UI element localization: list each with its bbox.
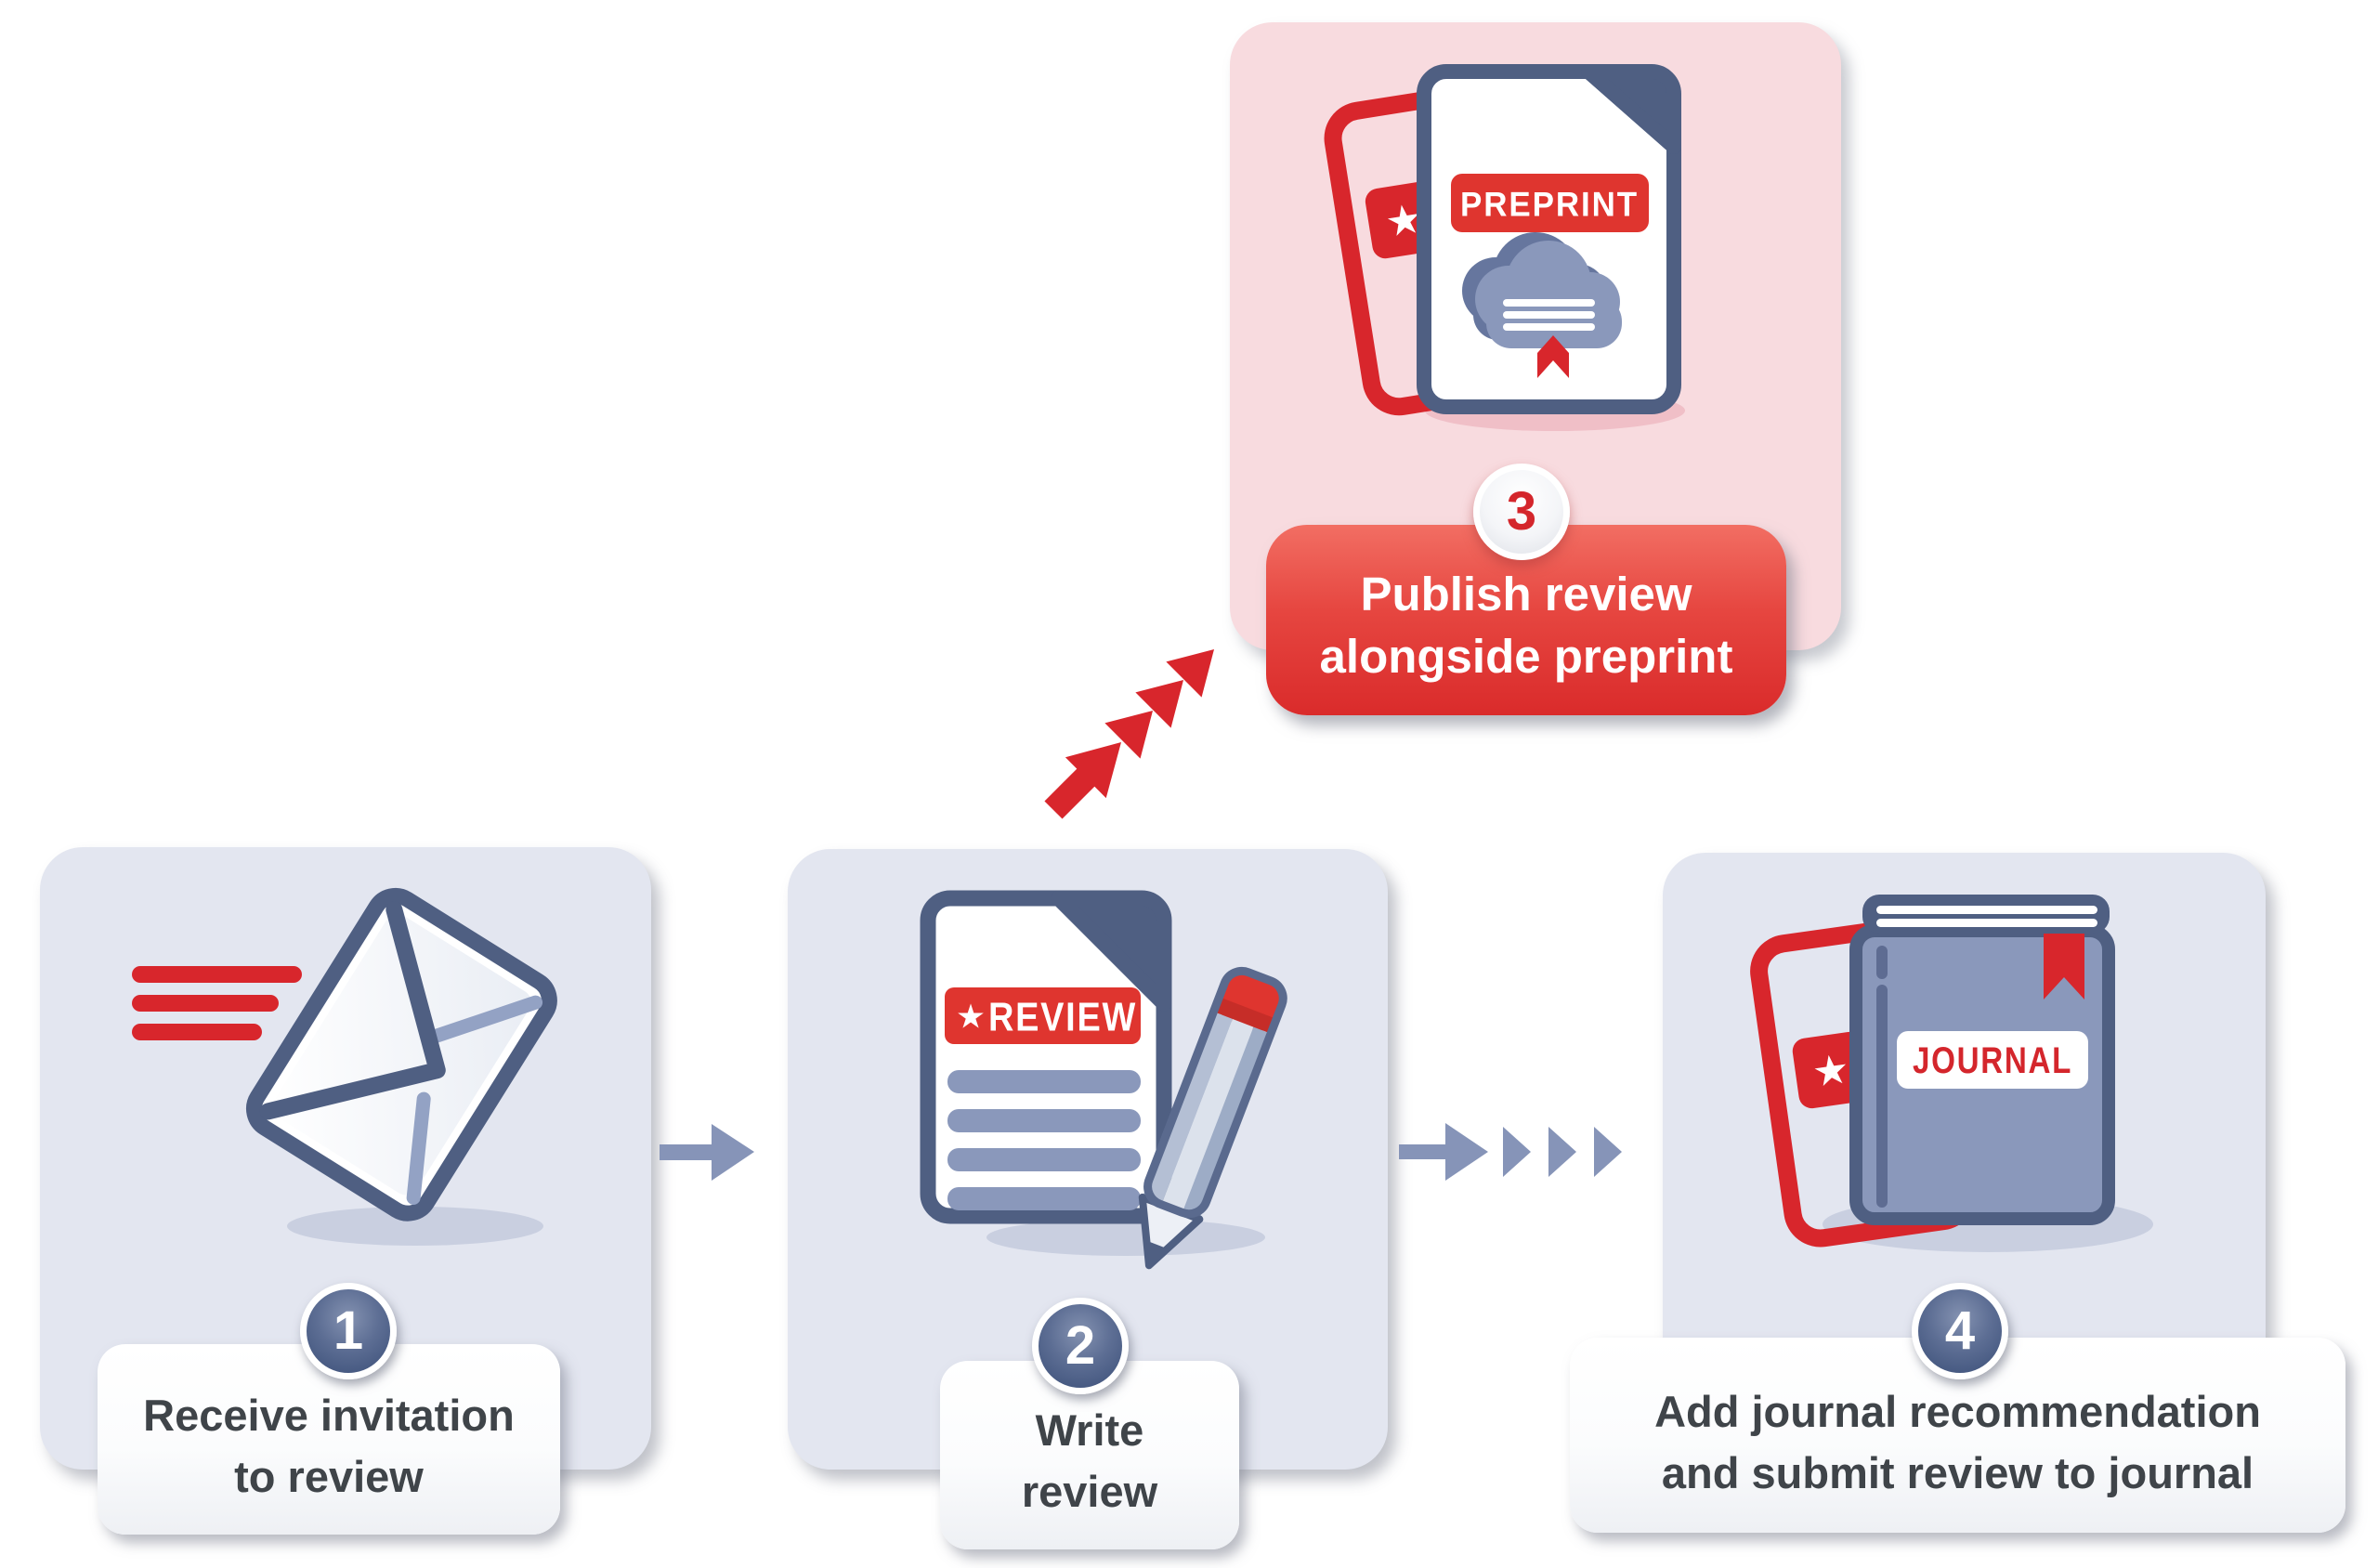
step2-label-line2: review [1021, 1466, 1158, 1516]
step4-label-line1: Add journal recommendation [1654, 1387, 2261, 1436]
cloud-text-lines [1503, 299, 1595, 331]
envelope-icon [132, 887, 557, 1246]
star-icon: ★ [1810, 1045, 1852, 1097]
envelope-body [245, 887, 557, 1222]
preprint-banner [1451, 174, 1649, 232]
step1-label-line1: Receive invitation [143, 1390, 515, 1440]
journal-label-text: JOURNAL [1913, 1040, 2072, 1081]
journal-bookmark-ribbon [2044, 931, 2084, 1000]
pencil-icon [1138, 966, 1287, 1270]
bookmark-chevron-icon [1537, 335, 1569, 378]
publish-review-line1: Publish review [1360, 567, 1692, 621]
envelope-flap [259, 901, 446, 1120]
step1-label: Receive invitation to review [98, 1344, 560, 1535]
page-fold-corner [1051, 890, 1172, 1012]
star-icon: ★ [956, 999, 986, 1037]
review-document-icon: ★ REVIEW [920, 890, 1287, 1270]
step3-number: 3 [1506, 481, 1537, 542]
envelope-ground-shadow [287, 1207, 543, 1246]
journal-label [1897, 1031, 2088, 1089]
step2-label-line1: Write [1035, 1405, 1144, 1455]
arrow-step1-to-step2 [660, 1124, 754, 1181]
step1-number: 1 [333, 1300, 364, 1361]
step1-badge: 1 [300, 1283, 397, 1379]
step1-label-line2: to review [234, 1451, 424, 1501]
review-banner [945, 987, 1141, 1044]
step2-badge: 2 [1032, 1298, 1129, 1394]
preprint-document-icon: ★ PREPRINT [1324, 64, 1685, 431]
preprint-banner-text: PREPRINT [1460, 186, 1639, 224]
step4-number: 4 [1944, 1300, 1976, 1361]
step2-label: Write review [940, 1361, 1239, 1549]
page-fold-corner [1581, 64, 1681, 154]
step4-label-line2: and submit review to journal [1661, 1448, 2254, 1497]
document-text-lines [947, 1070, 1141, 1210]
speed-lines-icon [132, 966, 302, 1040]
step3-badge: 3 [1473, 464, 1570, 560]
publish-review-line2: alongside preprint [1319, 629, 1733, 683]
arrow-step2-to-step4 [1399, 1123, 1622, 1181]
envelope-bottom-creases [406, 995, 543, 1205]
step4-badge: 4 [1912, 1283, 2008, 1379]
document-ground-shadow [986, 1219, 1265, 1256]
review-banner-text: REVIEW [988, 995, 1137, 1040]
step2-number: 2 [1065, 1315, 1096, 1376]
journal-book-icon: ★ JOURNAL [1750, 895, 2153, 1252]
arrow-step2-to-step3 [1044, 649, 1214, 819]
